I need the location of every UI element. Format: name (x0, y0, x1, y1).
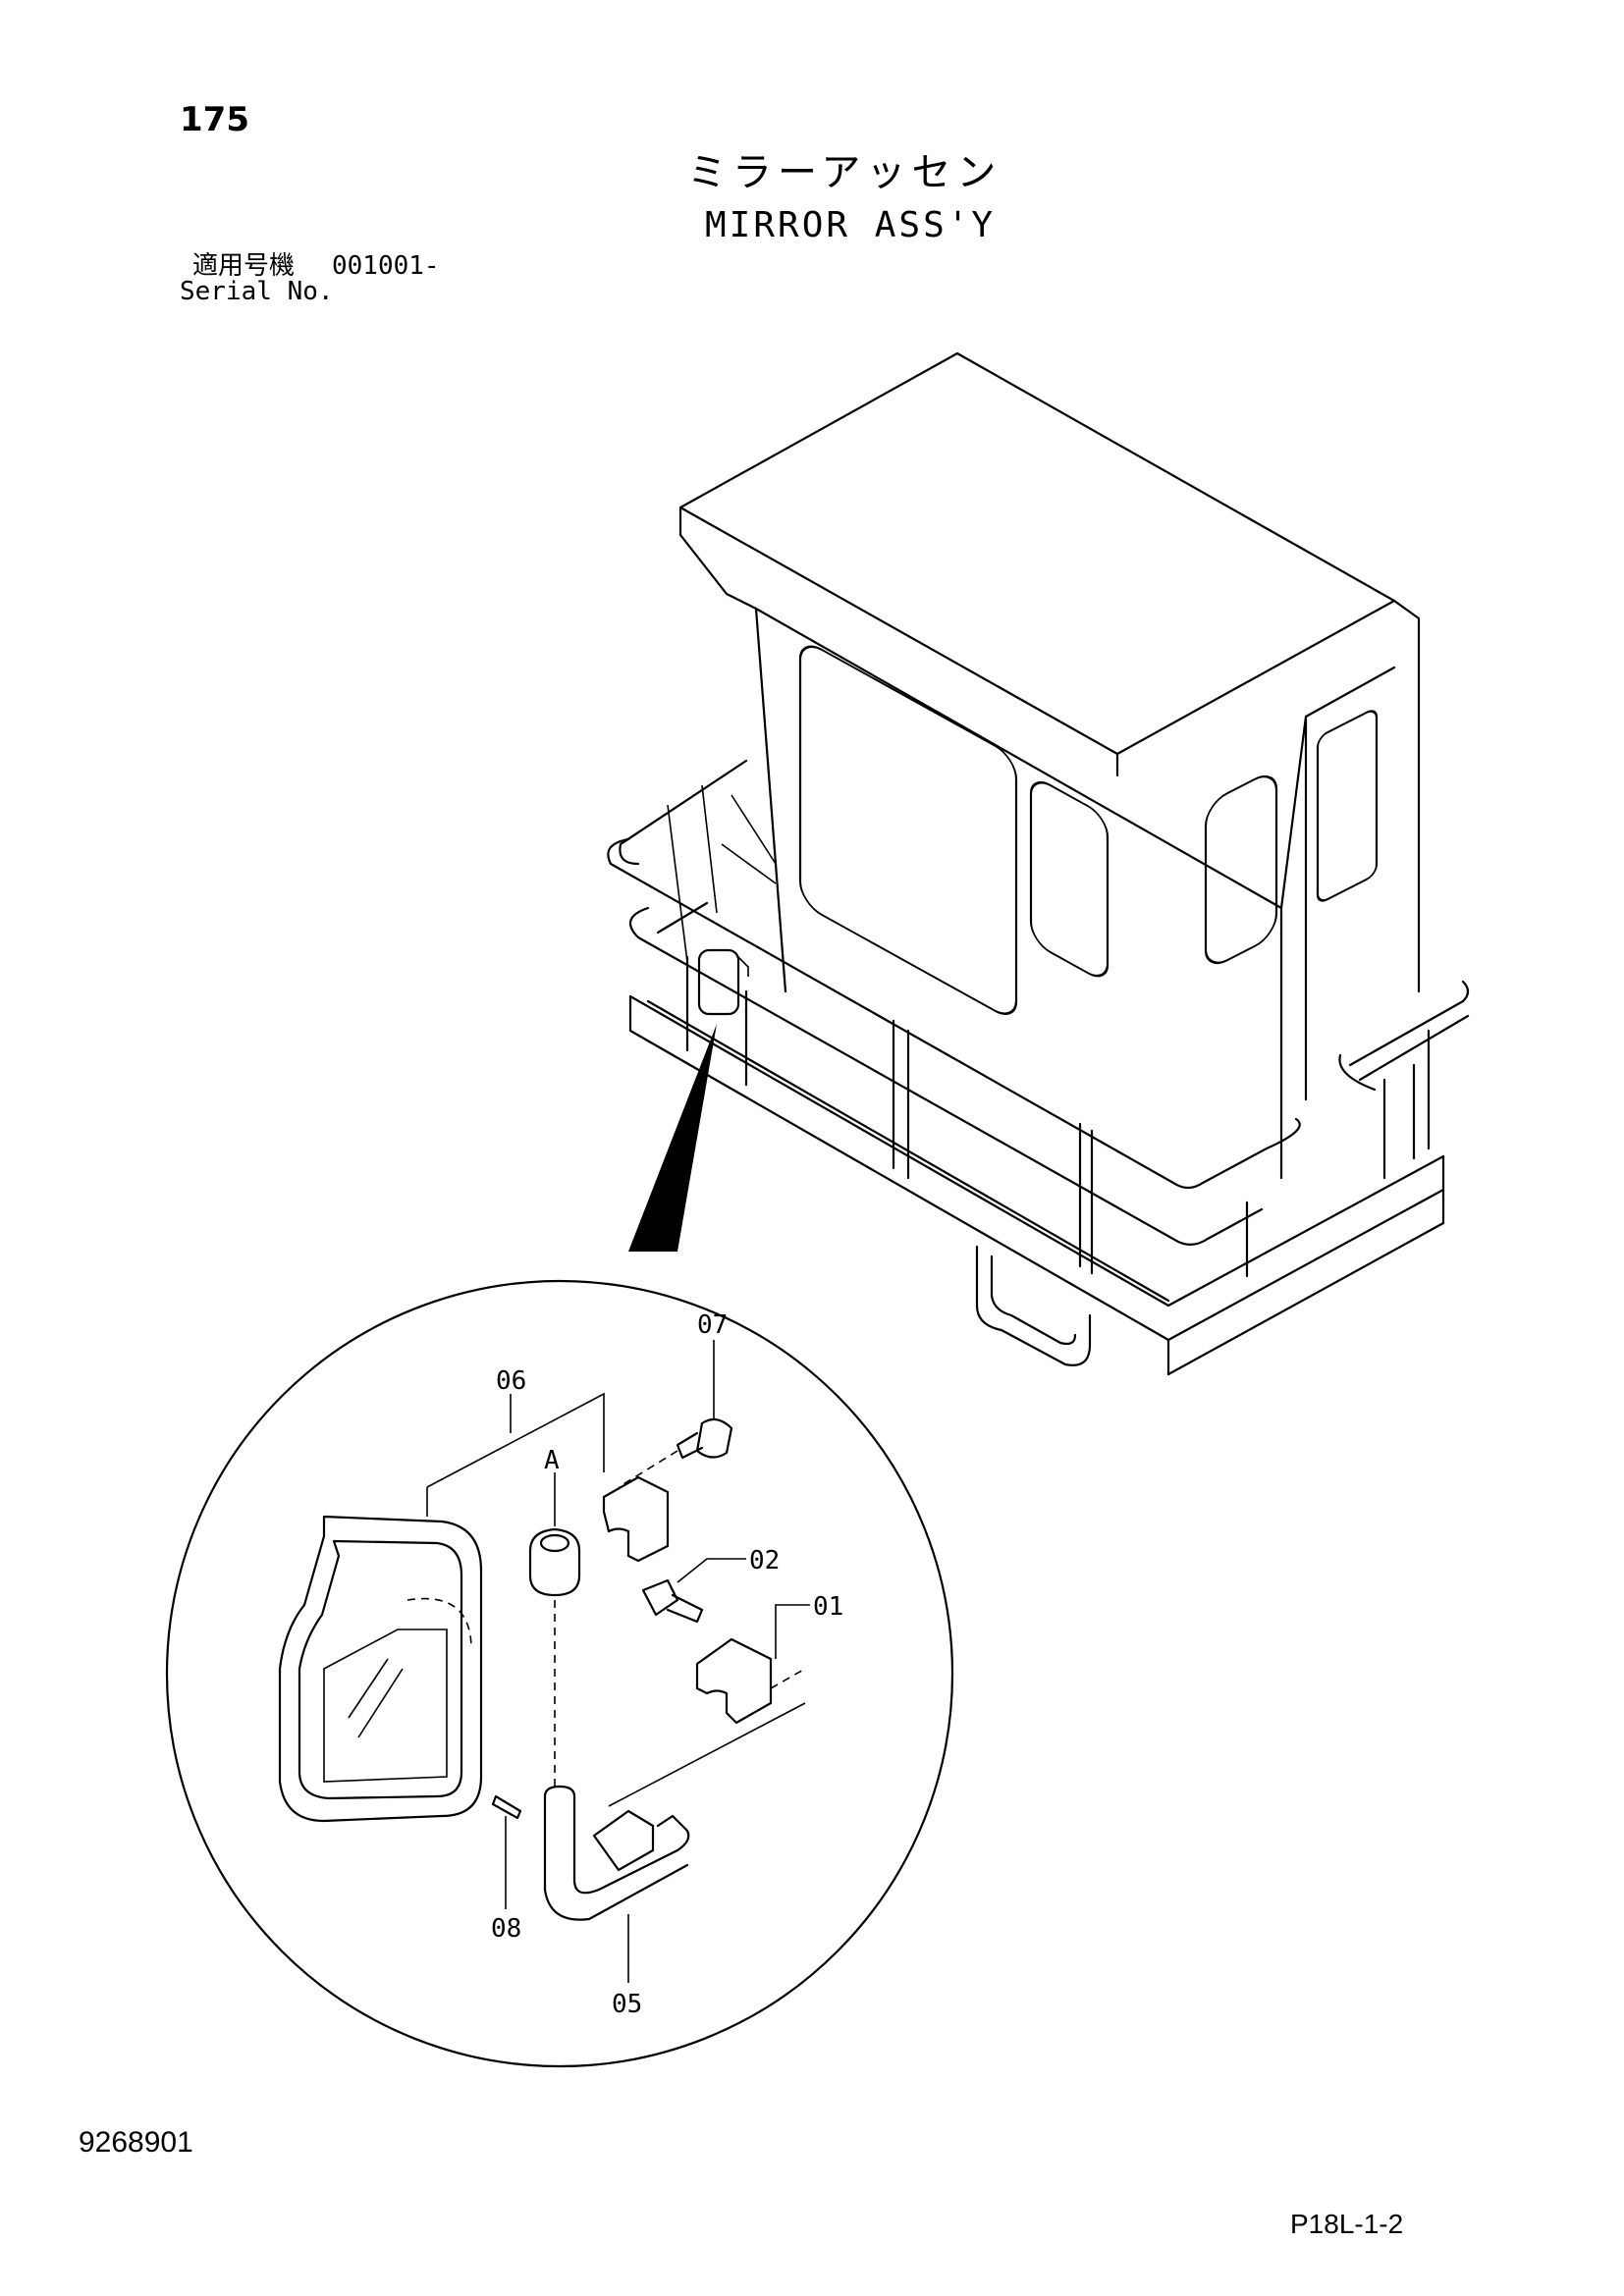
detail-circle (165, 1279, 954, 2068)
callout-07: 07 (697, 1310, 728, 1340)
callout-05: 05 (612, 1990, 642, 2019)
page-number: 175 (180, 100, 249, 139)
mirror-glass (323, 1629, 448, 1783)
bracket-arm (543, 1785, 690, 1895)
bolt-02 (641, 1578, 679, 1617)
lower-clamp (695, 1637, 773, 1725)
pin-08 (491, 1794, 522, 1820)
callout-08: 08 (491, 1914, 521, 1944)
serial-label-japanese: 適用号機 (192, 251, 296, 281)
upper-clamp (602, 1475, 670, 1563)
zoom-pointer (628, 1024, 717, 1252)
serial-range: 001001- (332, 251, 440, 281)
callout-a: A (544, 1446, 560, 1475)
sheet-reference: P18L-1-2 (1290, 2209, 1404, 2239)
cab-assembly (607, 351, 1470, 1376)
callout-01: 01 (813, 1592, 843, 1622)
document-number: 9268901 (79, 2126, 193, 2159)
collar (528, 1527, 581, 1597)
bolt-07 (695, 1417, 733, 1459)
callout-02: 02 (749, 1546, 780, 1575)
title-english: MIRROR ASS'Y (705, 205, 997, 245)
serial-label-english: Serial No. (180, 277, 334, 306)
mirror-frame (278, 1515, 483, 1823)
callout-06: 06 (496, 1366, 526, 1396)
title-japanese: ミラーアッセン (687, 150, 1002, 195)
mirror-detail (278, 1340, 810, 1983)
